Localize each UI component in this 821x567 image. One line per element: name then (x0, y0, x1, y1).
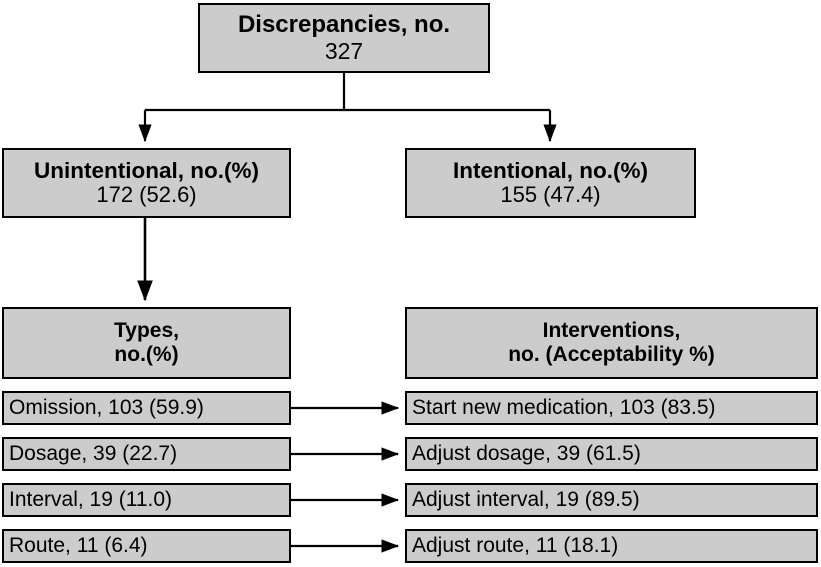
row-intervention-adjust-dosage-text: Adjust dosage, 39 (61.5) (412, 442, 641, 466)
row-type-interval-text: Interval, 19 (11.0) (9, 488, 173, 512)
row-intervention-start-new-medication-text: Start new medication, 103 (83.5) (412, 396, 716, 420)
node-unintentional-label: Unintentional, no.(%) (34, 158, 259, 184)
row-type-dosage: Dosage, 39 (22.7) (2, 437, 291, 471)
row-intervention-adjust-route-text: Adjust route, 11 (18.1) (412, 534, 619, 558)
row-type-omission-text: Omission, 103 (59.9) (9, 396, 204, 420)
row-type-route: Route, 11 (6.4) (2, 529, 291, 563)
header-types-line1: Types, (114, 319, 179, 343)
node-discrepancies-value: 327 (324, 37, 364, 64)
row-intervention-adjust-route: Adjust route, 11 (18.1) (405, 529, 818, 563)
node-unintentional: Unintentional, no.(%) 172 (52.6) (2, 148, 291, 218)
header-interventions-line1: Interventions, (542, 319, 681, 343)
node-discrepancies: Discrepancies, no. 327 (198, 3, 490, 73)
node-intentional-value: 155 (47.4) (500, 182, 601, 208)
row-intervention-adjust-dosage: Adjust dosage, 39 (61.5) (405, 437, 818, 471)
header-interventions-line2: no. (Acceptability %) (508, 343, 715, 366)
header-types-line2: no.(%) (114, 343, 179, 366)
node-unintentional-value: 172 (52.6) (96, 182, 197, 208)
row-intervention-start-new-medication: Start new medication, 103 (83.5) (405, 391, 818, 425)
header-types: Types, no.(%) (2, 307, 291, 379)
row-type-dosage-text: Dosage, 39 (22.7) (9, 442, 178, 466)
node-discrepancies-label: Discrepancies, no. (237, 10, 451, 38)
row-type-interval: Interval, 19 (11.0) (2, 483, 291, 517)
node-intentional: Intentional, no.(%) 155 (47.4) (405, 148, 696, 218)
connector-root-to-split (138, 73, 557, 143)
row-type-omission: Omission, 103 (59.9) (2, 391, 291, 425)
row-intervention-adjust-interval: Adjust interval, 19 (89.5) (405, 483, 818, 517)
row-intervention-adjust-interval-text: Adjust interval, 19 (89.5) (412, 488, 640, 512)
node-intentional-label: Intentional, no.(%) (453, 158, 648, 184)
row-type-route-text: Route, 11 (6.4) (9, 534, 148, 558)
header-interventions: Interventions, no. (Acceptability %) (405, 307, 818, 379)
